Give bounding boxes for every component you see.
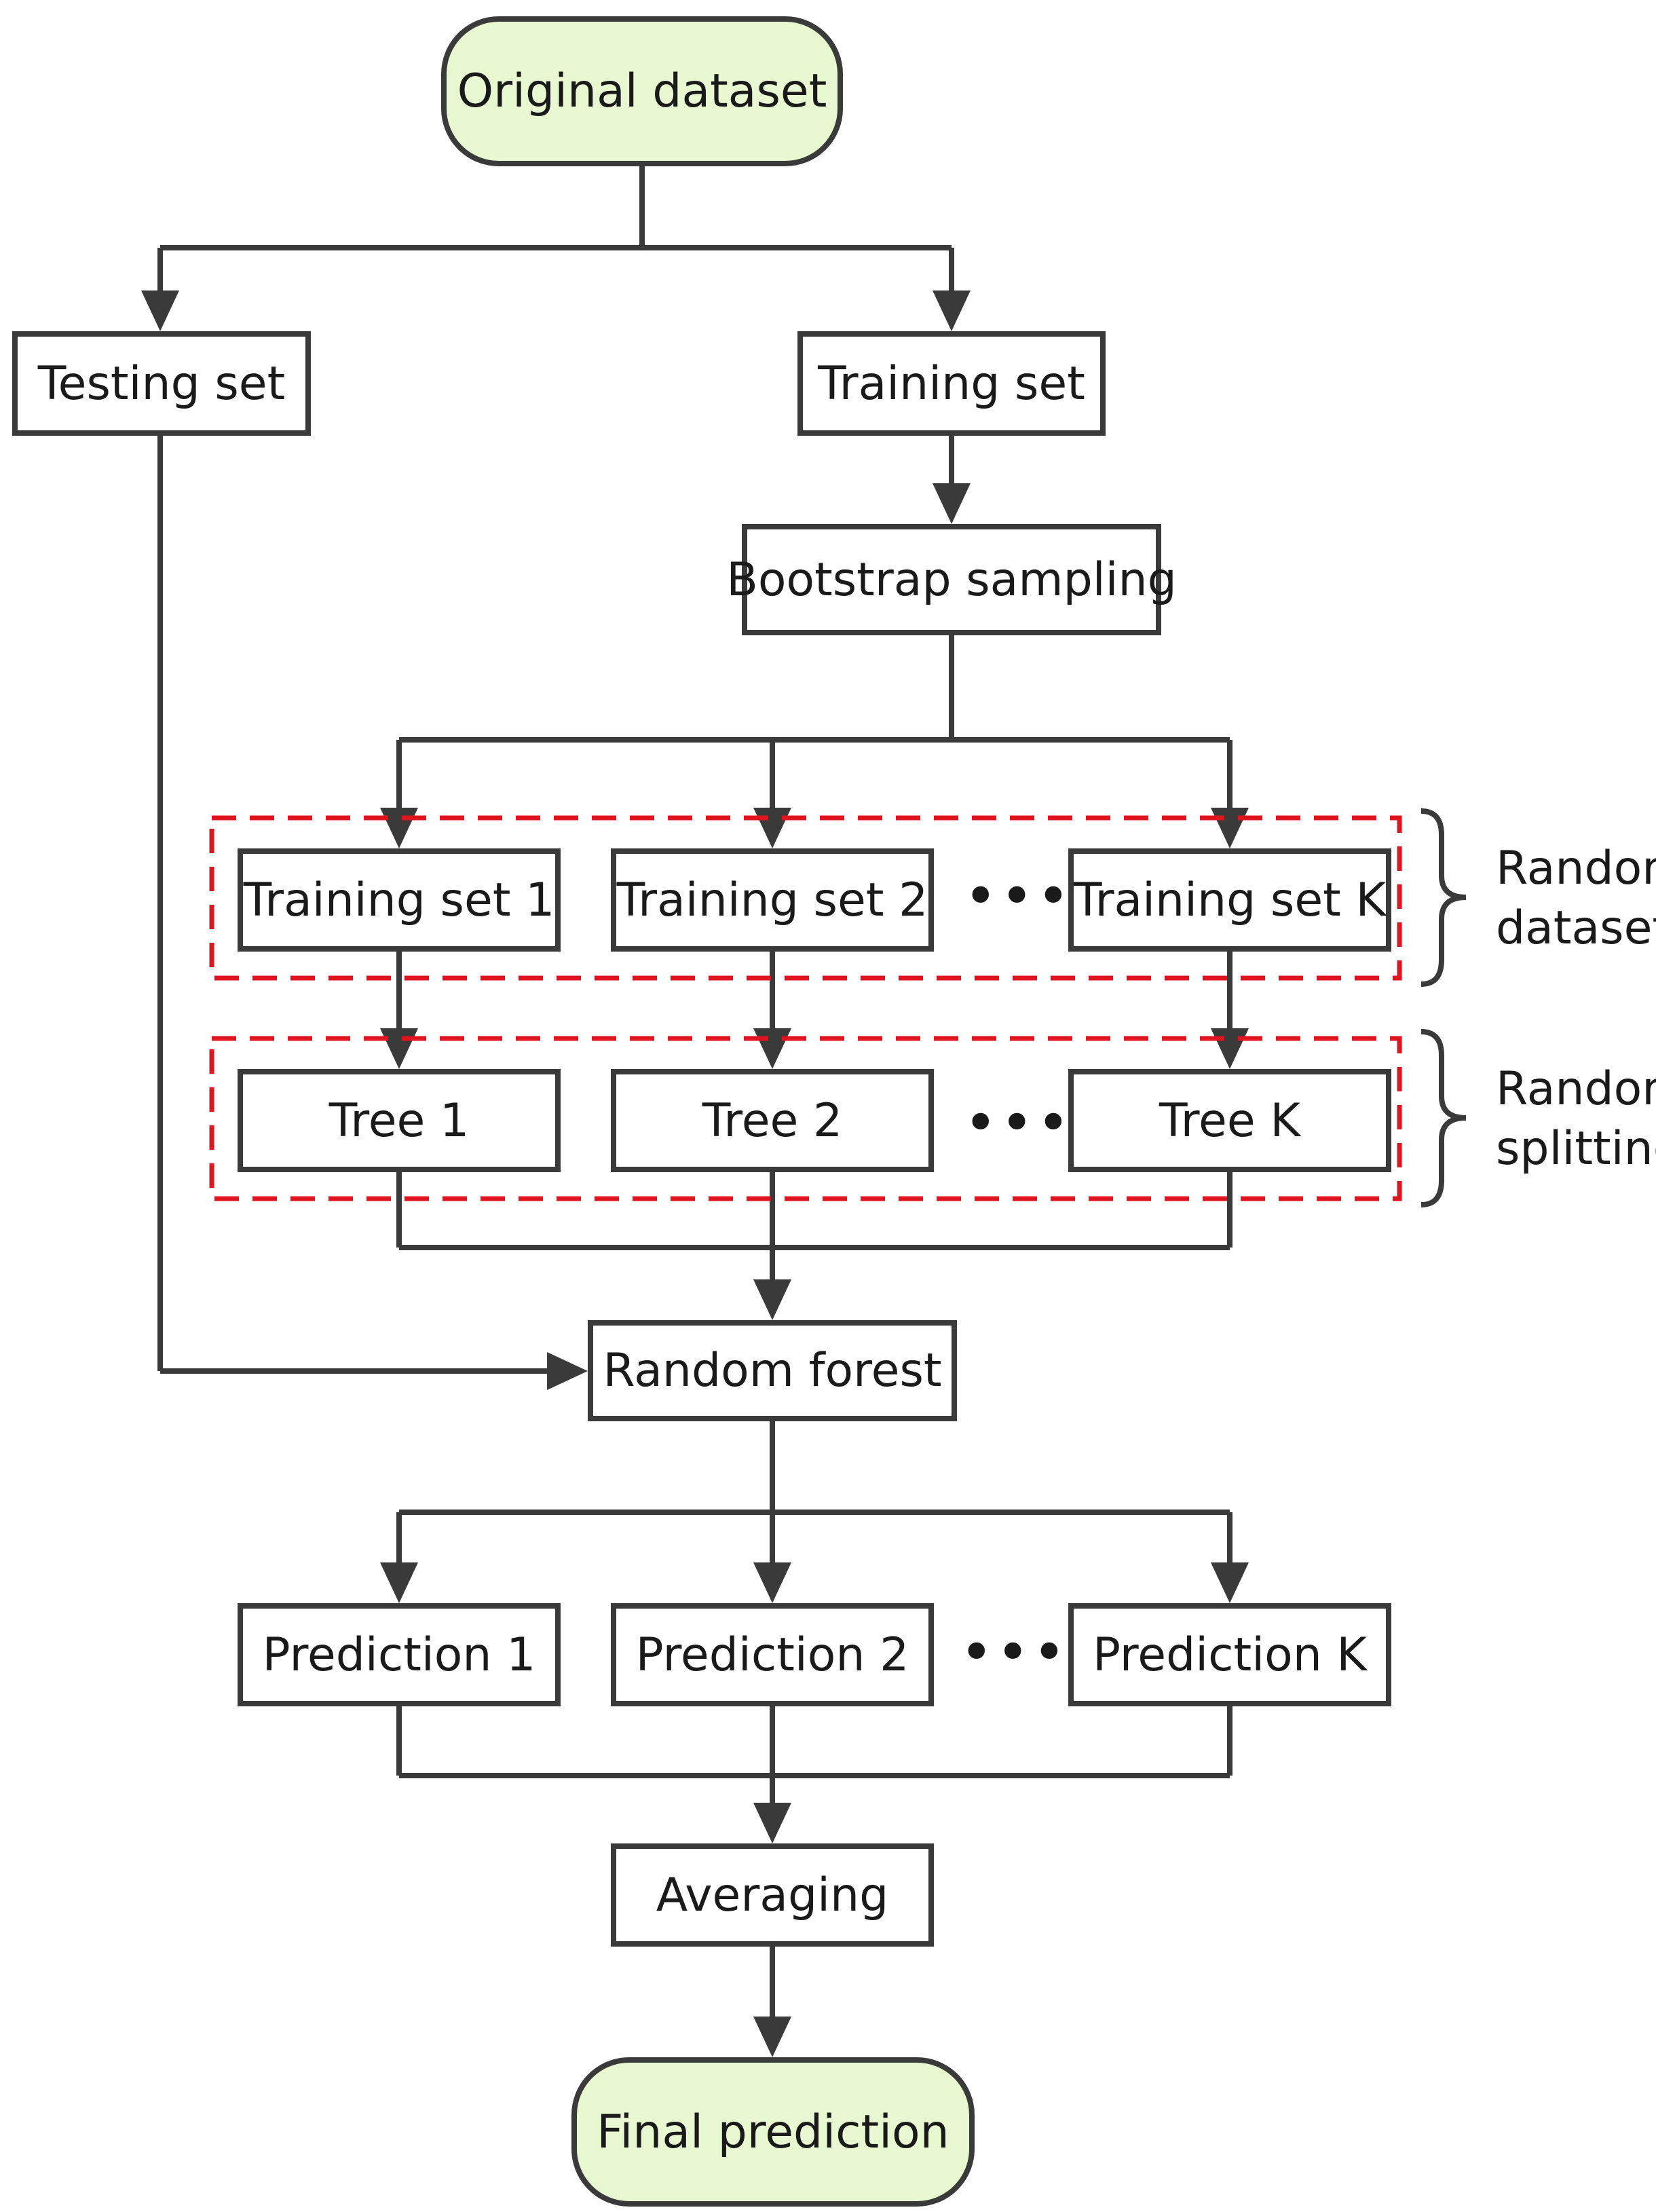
testing-set-node: Testing set	[12, 331, 311, 436]
connector-testing-forest	[157, 436, 547, 1374]
tree-k-node: Tree K	[1068, 1069, 1391, 1172]
arrowhead	[380, 808, 418, 848]
training-set-1-node: Training set 1	[238, 848, 561, 952]
random-dataset-group	[209, 815, 1402, 981]
bootstrap-sampling-node: Bootstrap sampling	[726, 524, 1177, 635]
random-splitting-brace	[1420, 1029, 1467, 1207]
predictions-ellipsis: •••	[960, 1619, 1069, 1685]
arrowhead	[1211, 1562, 1249, 1603]
random-dataset-label: Random dataset	[1496, 842, 1656, 955]
connector-forest-predictions	[396, 1421, 1232, 1562]
connector-sets-trees	[396, 952, 1232, 1028]
training-set-k-node: Training set K	[1068, 848, 1391, 952]
arrowhead	[141, 290, 179, 331]
prediction-1-node: Prediction 1	[238, 1603, 561, 1706]
arrowhead	[547, 1352, 588, 1390]
arrowhead	[933, 483, 971, 524]
random-splitting-group	[209, 1036, 1402, 1201]
arrowhead	[753, 1562, 791, 1603]
training-set-2-node: Training set 2	[611, 848, 934, 952]
arrowhead	[753, 1028, 791, 1069]
arrowhead	[1211, 808, 1249, 848]
connector-trees-forest	[396, 1172, 1232, 1279]
arrowhead	[1211, 1028, 1249, 1069]
arrowhead	[933, 290, 971, 331]
arrowhead	[753, 1803, 791, 1843]
connector-bootstrap-split	[396, 635, 1232, 808]
arrowhead	[380, 1028, 418, 1069]
training-set-node: Training set	[797, 331, 1106, 436]
prediction-2-node: Prediction 2	[611, 1603, 934, 1706]
arrowhead	[753, 2017, 791, 2057]
arrowhead	[753, 808, 791, 848]
training-sets-ellipsis: •••	[964, 863, 1073, 929]
random-dataset-brace	[1420, 808, 1467, 987]
arrowhead	[753, 1279, 791, 1320]
arrowhead	[380, 1562, 418, 1603]
final-prediction-node: Final prediction	[571, 2057, 975, 2207]
original-dataset-node: Original dataset	[441, 16, 843, 166]
tree-2-node: Tree 2	[611, 1069, 934, 1172]
tree-1-node: Tree 1	[238, 1069, 561, 1172]
random-forest-node: Random forest	[588, 1320, 957, 1421]
connector-predictions-averaging	[396, 1706, 1232, 1803]
random-splitting-label: Random splitting	[1496, 1062, 1656, 1176]
trees-ellipsis: •••	[964, 1089, 1073, 1156]
connector-original-split	[157, 166, 954, 290]
averaging-node: Averaging	[611, 1843, 934, 1947]
prediction-k-node: Prediction K	[1068, 1603, 1391, 1706]
